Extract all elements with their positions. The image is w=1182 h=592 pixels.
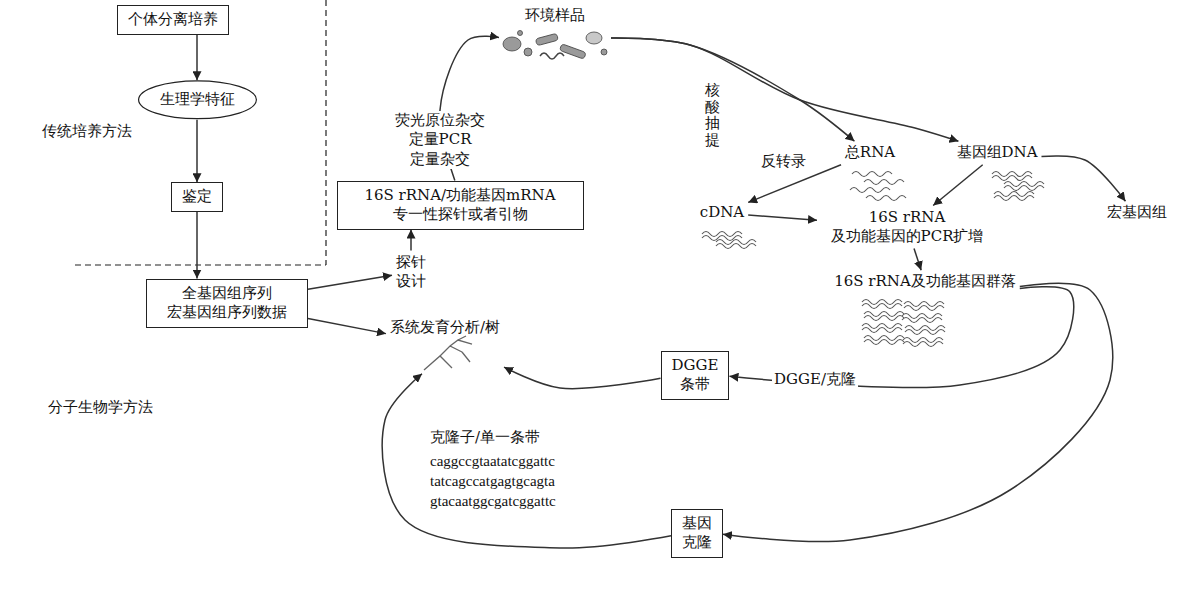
microbe-rod: [535, 33, 558, 45]
node-text: 生理学特征: [160, 90, 235, 110]
node-text: 基因 克隆: [682, 514, 712, 553]
step-text: cDNA: [696, 201, 748, 225]
step-text: 基因组DNA: [953, 141, 1042, 165]
sequence-text: caggccgtaatatcggattc: [430, 452, 555, 472]
cdna-strands: [702, 232, 756, 249]
microbe-coccus: [524, 48, 532, 56]
flow-arrow: [611, 38, 854, 141]
tree-branches: [424, 336, 472, 370]
process-box: 基因 克隆: [671, 509, 723, 558]
step-text: 探针 设计: [392, 251, 430, 294]
sequence-text: tatcagccatgagtgcagta: [430, 472, 555, 492]
flow-arrow: [382, 374, 671, 548]
microbe-coccus: [503, 37, 521, 51]
node-text: 全基因组序列 宏基因组序列数据: [157, 284, 297, 323]
tree-node: 系统发育分析/树: [386, 316, 504, 374]
step-text: 16S rRNA 及功能基因的PCR扩增: [817, 206, 997, 249]
process-ellipse: 生理学特征: [138, 80, 257, 120]
microbe-coccus: [586, 32, 602, 44]
probe-box: 16S rRNA/功能基因mRNA 专一性探针或者引物: [337, 181, 584, 230]
ellipse-shape: [138, 81, 256, 119]
node-text: 环境样品: [503, 6, 607, 26]
flow-arrow: [196, 35, 198, 81]
node-text: 总RNA: [845, 143, 895, 163]
section-label: 传统培养方法: [42, 122, 132, 142]
step-text: 总RNA: [841, 141, 899, 165]
node-text: 系统发育分析/树: [390, 318, 500, 338]
data-box: 全基因组序列 宏基因组序列数据: [146, 279, 308, 328]
flow-arrow: [933, 165, 983, 206]
process-box: DGGE 条带: [661, 351, 730, 400]
sample-node: 环境样品: [499, 4, 611, 62]
node-text: 个体分离培养: [128, 10, 218, 30]
node-text: 鉴定: [182, 187, 212, 207]
clone-label: 克隆子/单一条带: [430, 428, 540, 448]
microbe-coccus: [601, 49, 607, 55]
node-text: 16S rRNA 及功能基因的PCR扩增: [821, 208, 993, 247]
step-label: 核酸抽提: [703, 82, 722, 148]
phylogenetic-tree: [424, 336, 472, 370]
divider-horizontal: [75, 264, 326, 265]
dna-strands: [992, 172, 1044, 201]
step-label: DGGE/克隆: [772, 370, 858, 390]
flow-arrow: [308, 275, 392, 289]
environment-microbes: [503, 31, 607, 60]
flow-arrow: [723, 283, 1113, 541]
flow-arrow: [748, 215, 817, 220]
node-text: 宏基因组: [1107, 203, 1167, 223]
node-text: cDNA: [700, 203, 744, 223]
microbe-coccus: [518, 31, 523, 36]
node-text: DGGE 条带: [672, 356, 719, 395]
sequence-text: gtacaatggcgatcggattc: [430, 492, 556, 512]
node-text: 基因组DNA: [957, 143, 1038, 163]
step-text: 宏基因组: [1103, 201, 1171, 225]
microbe-spiral: [540, 53, 564, 59]
section-label: 分子生物学方法: [48, 398, 153, 418]
flow-arrow: [308, 319, 386, 334]
node-text: 16S rRNA/功能基因mRNA 专一性探针或者引物: [348, 186, 573, 225]
microbe-rod: [559, 44, 586, 59]
step-text: 16S rRNA及功能基因群落: [830, 270, 1020, 294]
step-label: 反转录: [759, 152, 808, 172]
flow-arrow: [914, 249, 921, 271]
flow-arrow: [611, 38, 958, 141]
process-box: 鉴定: [171, 182, 223, 212]
flow-arrow: [504, 367, 660, 389]
flow-arrow: [196, 212, 198, 279]
flow-arrow: [410, 230, 412, 251]
node-text: 16S rRNA及功能基因群落: [834, 272, 1016, 292]
gene-community-strands: [862, 300, 945, 347]
divider-vertical: [325, 0, 326, 265]
method-note: 荧光原位杂交 定量PCR 定量杂交: [388, 111, 492, 170]
flow-arrow: [196, 120, 198, 183]
flow-arrow: [1041, 156, 1125, 201]
rna-strands: [850, 172, 906, 201]
process-box: 个体分离培养: [117, 5, 229, 35]
node-text: 探针 设计: [396, 253, 426, 292]
